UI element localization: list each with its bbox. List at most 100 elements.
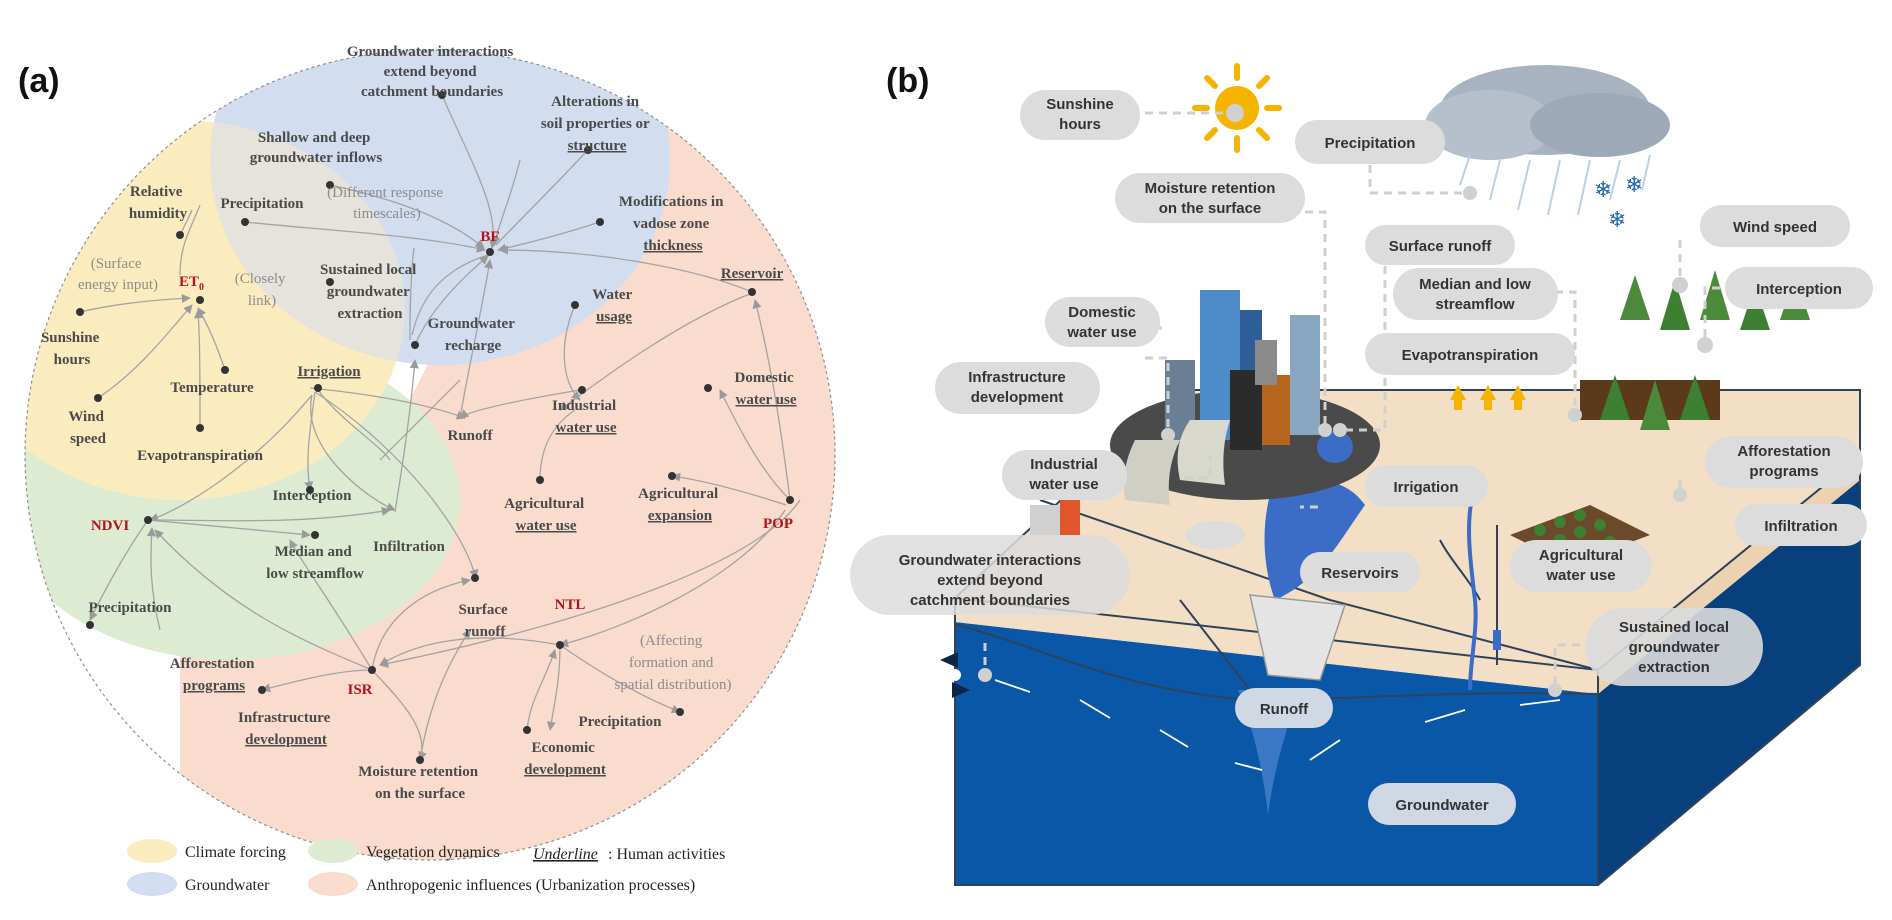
label-et0: ET0 bbox=[179, 274, 204, 293]
panel-b: (b) bbox=[850, 62, 1873, 886]
et-arrows-icon bbox=[1450, 385, 1526, 410]
svg-text:Irrigation: Irrigation bbox=[1393, 479, 1458, 496]
svg-text:Reservoirs: Reservoirs bbox=[1321, 565, 1399, 582]
well-pump bbox=[1493, 630, 1501, 650]
legend-anthropogenic: Anthropogenic influences (Urbanization p… bbox=[366, 877, 695, 894]
label-industrial: Industrial water use bbox=[552, 398, 620, 436]
legend-swatch-vegetation bbox=[308, 839, 358, 863]
pill-groundwater: Groundwater bbox=[1368, 783, 1516, 825]
svg-text:❄: ❄ bbox=[1625, 173, 1643, 198]
svg-text:Wind speed: Wind speed bbox=[1733, 219, 1817, 236]
panel-a-edges bbox=[79, 94, 801, 761]
rain-cloud-icon: ❄ ❄ ❄ bbox=[1425, 65, 1670, 233]
legend-underline-word: Underline bbox=[533, 846, 598, 863]
label-bf: BF bbox=[480, 229, 499, 245]
panel-b-letter: (b) bbox=[886, 62, 929, 100]
svg-text:Precipitation: Precipitation bbox=[1325, 135, 1416, 152]
pill-evapotranspiration: Evapotranspiration bbox=[1365, 333, 1575, 375]
panel-a-legend: Climate forcing Vegetation dynamics Unde… bbox=[127, 839, 725, 896]
label-domestic: Domestic water use bbox=[735, 370, 798, 408]
label-surface-runoff: Surface runoff bbox=[459, 602, 512, 640]
panel-a-labels: Groundwater interactions extend beyond c… bbox=[41, 44, 798, 802]
label-affecting: (Affecting formation and spatial distrib… bbox=[614, 633, 731, 693]
reservoir-water bbox=[1264, 481, 1365, 600]
label-agri-expansion: Agricultural expansion bbox=[638, 486, 722, 524]
label-infiltration: Infiltration bbox=[373, 539, 445, 555]
label-infrastructure: Infrastructure development bbox=[238, 710, 334, 748]
river bbox=[1467, 489, 1478, 691]
pill-infiltration: Infiltration bbox=[1735, 504, 1867, 546]
panel-a: (a) bbox=[18, 44, 836, 896]
pill-wind-speed: Wind speed bbox=[1700, 205, 1850, 247]
label-surface-energy: (Surface energy input) bbox=[78, 256, 158, 293]
forest bbox=[1580, 270, 1810, 430]
outer-dashed-circle bbox=[24, 49, 836, 861]
legend-swatch-anthropogenic bbox=[308, 872, 358, 896]
legend-swatch-groundwater bbox=[127, 872, 177, 896]
industrial-plant bbox=[1030, 420, 1245, 549]
label-sustained-local: Sustained local groundwater extraction bbox=[320, 262, 420, 322]
label-agri-water: Agricultural water use bbox=[504, 496, 588, 534]
label-moisture: Moisture retention on the surface bbox=[358, 764, 482, 802]
label-afforestation: Afforestation programs bbox=[170, 656, 258, 694]
legend-groundwater: Groundwater bbox=[185, 877, 270, 894]
svg-text:Surface runoff: Surface runoff bbox=[1389, 238, 1493, 255]
legend-underline-desc: : Human activities bbox=[608, 846, 725, 863]
label-diff-response: (Different response timescales) bbox=[327, 185, 447, 222]
label-modifications: Modifications in vadose zone thickness bbox=[619, 194, 727, 254]
label-ntl: NTL bbox=[555, 597, 586, 613]
label-wind-speed: Wind speed bbox=[68, 409, 107, 447]
label-precip-bottom: Precipitation bbox=[578, 714, 662, 730]
dam bbox=[1249, 594, 1347, 681]
block-outlines bbox=[954, 390, 1861, 886]
svg-text:Infiltration: Infiltration bbox=[1764, 518, 1837, 535]
label-water-usage: Water usage bbox=[592, 287, 635, 325]
label-gw-recharge: Groundwater recharge bbox=[428, 316, 519, 354]
svg-text:Groundwater: Groundwater bbox=[1395, 797, 1489, 814]
pill-reservoirs: Reservoirs bbox=[1300, 552, 1420, 592]
label-shallow-deep: Shallow and deep groundwater inflows bbox=[250, 130, 383, 166]
city-water-drop bbox=[1317, 431, 1353, 463]
label-reservoir: Reservoir bbox=[721, 266, 784, 282]
label-runoff: Runoff bbox=[447, 428, 493, 444]
panel-a-letter: (a) bbox=[18, 62, 60, 100]
legend-climate: Climate forcing bbox=[185, 844, 286, 861]
pill-interception: Interception bbox=[1725, 267, 1873, 309]
label-gw-interactions: Groundwater interactions extend beyond c… bbox=[347, 44, 517, 100]
pill-irrigation: Irrigation bbox=[1365, 465, 1488, 507]
label-temperature: Temperature bbox=[170, 380, 254, 396]
label-evapotranspiration: Evapotranspiration bbox=[137, 448, 264, 464]
legend-swatch-climate bbox=[127, 839, 177, 863]
svg-text:Interception: Interception bbox=[1756, 281, 1842, 298]
label-precip-top: Precipitation bbox=[220, 196, 304, 212]
svg-text:Evapotranspiration: Evapotranspiration bbox=[1402, 347, 1539, 364]
label-relative-humidity: Relative humidity bbox=[129, 184, 188, 222]
svg-text:Runoff: Runoff bbox=[1260, 701, 1309, 718]
label-interception: Interception bbox=[273, 488, 353, 504]
label-sunshine: Sunshine hours bbox=[41, 330, 103, 368]
legend-vegetation: Vegetation dynamics bbox=[366, 844, 500, 861]
label-precip-left: Precipitation bbox=[88, 600, 172, 616]
pill-precipitation: Precipitation bbox=[1295, 120, 1445, 164]
label-economic: Economic development bbox=[524, 740, 606, 778]
label-closely-link: (Closely link) bbox=[235, 271, 290, 309]
